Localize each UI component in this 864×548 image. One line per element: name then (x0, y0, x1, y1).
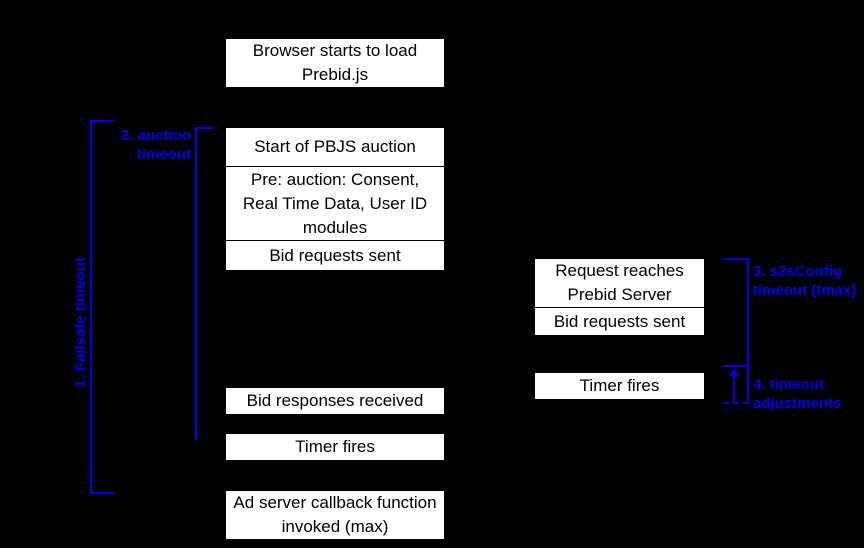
box-start-of-pbjs-auction: Start of PBJS auction (226, 128, 444, 166)
failsafe-bracket-vertical (90, 120, 92, 494)
adjustments-arrow-head-icon (729, 368, 739, 376)
box-browser-starts-to-load: Browser starts to load Prebid.js (225, 38, 445, 88)
server-stack: Request reaches Prebid Server Bid reques… (534, 258, 705, 336)
box-request-reaches-prebid-server: Request reaches Prebid Server (535, 259, 704, 307)
box-ad-server-callback: Ad server callback function invoked (max… (225, 490, 445, 540)
box-client-timer-fires: Timer fires (225, 433, 445, 461)
s2s-bracket-vertical (747, 258, 749, 367)
adjustments-dashed-baseline (723, 402, 749, 404)
label-timeout-adjustments: 4. timeout adjustments (753, 376, 842, 412)
s2s-bracket-top-tick (723, 258, 749, 260)
auction-bracket-top-tick (195, 127, 214, 129)
label-auction-timeout: 2. auction timeout (120, 127, 191, 163)
box-pre-auction-modules: Pre: auction: Consent, Real Time Data, U… (226, 166, 444, 240)
s2s-bracket-bottom-tick (723, 365, 749, 367)
box-server-timer-fires: Timer fires (534, 372, 705, 400)
auction-stack: Start of PBJS auction Pre: auction: Cons… (225, 127, 445, 271)
failsafe-bracket-bottom-tick (90, 492, 114, 494)
adjustments-bracket-vertical (747, 365, 749, 404)
box-server-bid-requests-sent: Bid requests sent (535, 307, 704, 335)
label-failsafe-timeout: 1. Failsafe timeout (72, 257, 89, 388)
adjustments-arrow-shaft (733, 374, 735, 402)
failsafe-bracket-top-tick (90, 120, 114, 122)
label-s2s-config-timeout: 3. s2sConfig timeout (tmax) (753, 263, 857, 299)
box-bid-requests-sent: Bid requests sent (226, 240, 444, 270)
box-bid-responses-received: Bid responses received (225, 387, 445, 415)
auction-bracket-vertical (195, 127, 197, 440)
